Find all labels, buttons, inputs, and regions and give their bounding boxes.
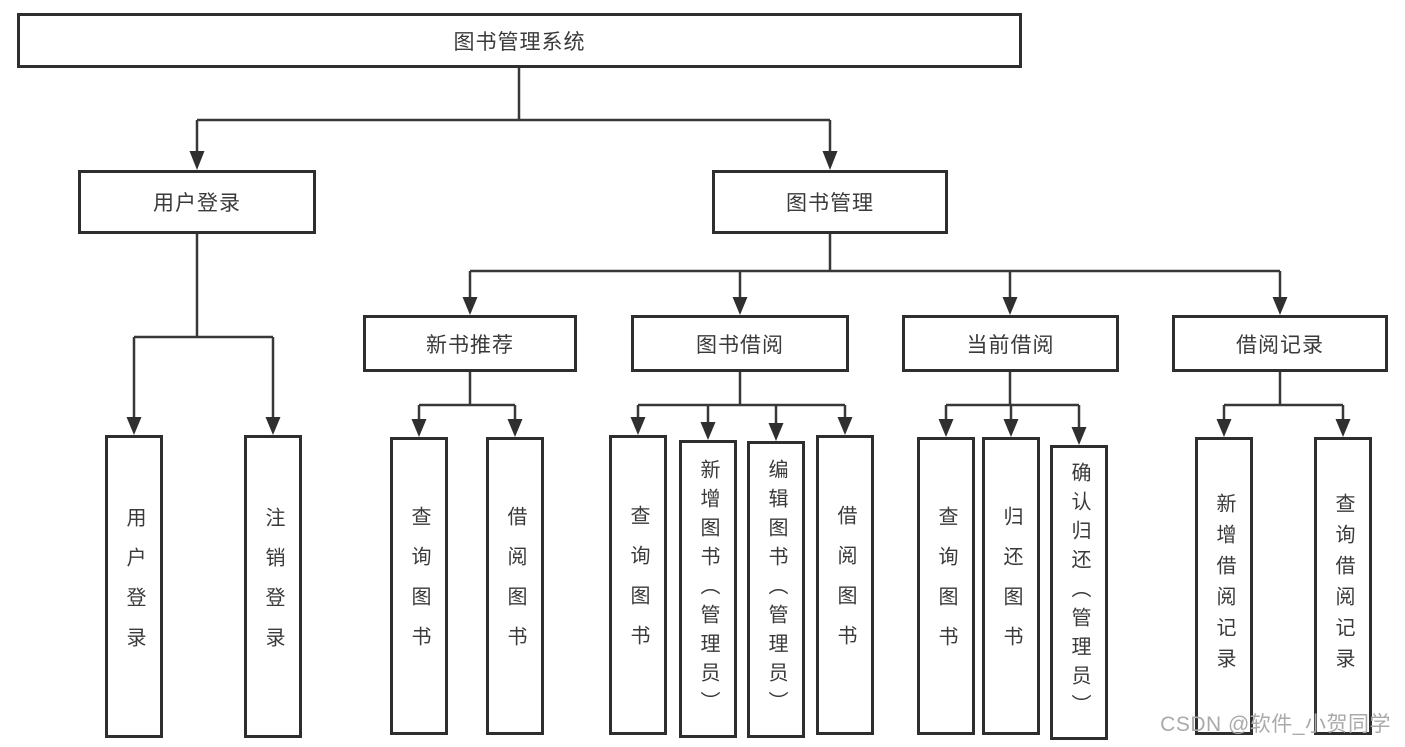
- node-book-borrowing: 图书借阅: [631, 315, 849, 372]
- leaf-return-books: 归还图书: [982, 437, 1040, 735]
- node-current-borrowing: 当前借阅: [902, 315, 1119, 372]
- node-label: 查询借阅记录: [1332, 493, 1354, 679]
- node-label: 用户登录: [123, 506, 145, 667]
- watermark: CSDN @软件_小贺同学: [1160, 713, 1391, 736]
- leaf-query-books-current: 查询图书: [917, 437, 975, 735]
- leaf-logout: 注销登录: [244, 435, 302, 738]
- leaf-query-books-borrowing: 查询图书: [609, 435, 667, 735]
- node-book-management: 图书管理: [712, 170, 948, 234]
- node-label: 查询图书: [935, 506, 957, 666]
- leaf-query-books-recommend: 查询图书: [390, 437, 448, 735]
- leaf-borrow-books: 借阅图书: [816, 435, 874, 735]
- leaf-query-borrow-record: 查询借阅记录: [1314, 437, 1372, 735]
- leaf-add-book-admin: 新增图书（管理员）: [679, 440, 737, 738]
- node-label: 确认归还（管理员）: [1068, 462, 1090, 723]
- node-label: 图书借阅: [696, 333, 784, 357]
- node-label: 注销登录: [262, 506, 284, 667]
- node-user-login: 用户登录: [78, 170, 316, 234]
- leaf-add-borrow-record: 新增借阅记录: [1195, 437, 1253, 735]
- node-label: 借阅图书: [504, 506, 526, 666]
- node-label: 新书推荐: [426, 333, 514, 357]
- node-label: 当前借阅: [966, 333, 1055, 357]
- node-library-system-root: 图书管理系统: [17, 13, 1022, 68]
- node-label: 查询图书: [408, 506, 430, 666]
- node-borrowing-records: 借阅记录: [1172, 315, 1388, 372]
- node-label: 新增图书（管理员）: [697, 458, 719, 720]
- node-label: 图书管理: [786, 192, 874, 215]
- node-new-book-recommend: 新书推荐: [363, 315, 577, 372]
- node-label: 新增借阅记录: [1213, 493, 1235, 679]
- node-label: 查询图书: [627, 505, 649, 665]
- node-label: 图书管理系统: [453, 30, 586, 54]
- node-label: 编辑图书（管理员）: [765, 459, 787, 720]
- node-label: 归还图书: [1000, 506, 1022, 666]
- leaf-confirm-return-admin: 确认归还（管理员）: [1050, 445, 1108, 740]
- node-label: 用户登录: [153, 192, 241, 215]
- node-label: 借阅记录: [1236, 333, 1324, 357]
- node-label: 借阅图书: [834, 505, 856, 665]
- leaf-edit-book-admin: 编辑图书（管理员）: [747, 441, 805, 738]
- leaf-user-login: 用户登录: [105, 435, 163, 738]
- leaf-borrow-books-recommend: 借阅图书: [486, 437, 544, 735]
